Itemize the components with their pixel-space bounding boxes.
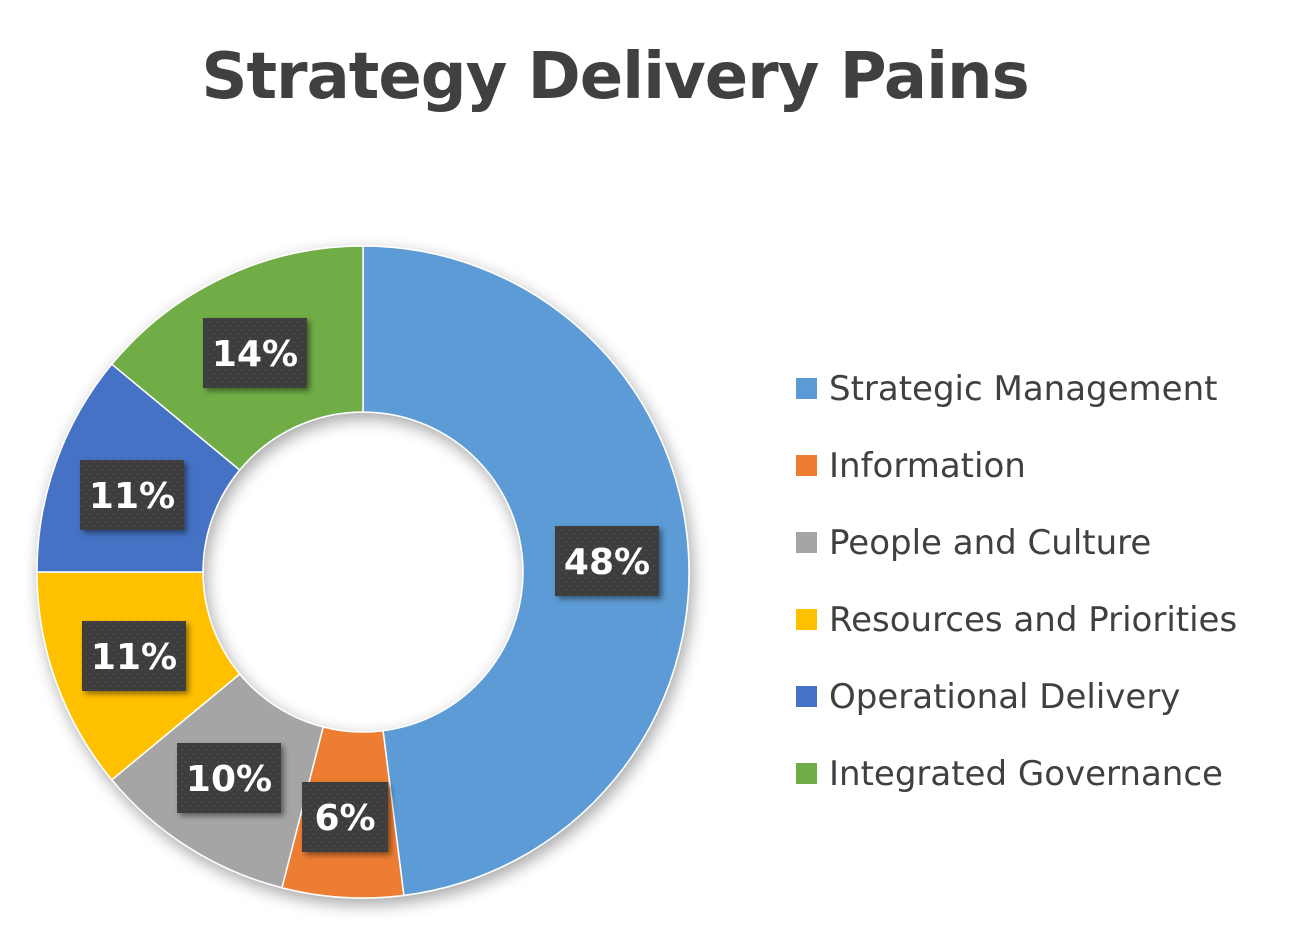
data-label-box	[80, 460, 184, 530]
legend-item-information: Information	[796, 427, 1237, 504]
data-label-box	[82, 621, 186, 691]
data-label-text: 14%	[212, 334, 298, 375]
data-label-box	[302, 782, 388, 852]
data-label-information: 6%	[302, 782, 388, 852]
legend-swatch	[796, 532, 817, 553]
data-label-people-and-culture: 10%	[177, 743, 281, 813]
donut-slice-strategic-management	[362, 245, 690, 897]
data-label-box	[203, 318, 307, 388]
legend-swatch	[796, 609, 817, 630]
data-label-text: 10%	[186, 759, 272, 800]
legend-item-resources-and-priorities: Resources and Priorities	[796, 581, 1237, 658]
legend-item-strategic-management: Strategic Management	[796, 350, 1237, 427]
legend-swatch	[796, 455, 817, 476]
data-label-text: 11%	[91, 637, 177, 678]
legend-label: People and Culture	[829, 522, 1152, 563]
data-label-strategic-management: 48%	[555, 526, 659, 596]
legend-label: Resources and Priorities	[829, 599, 1238, 640]
legend-label: Strategic Management	[829, 368, 1218, 409]
data-label-text: 11%	[89, 476, 175, 517]
legend-item-people-and-culture: People and Culture	[796, 504, 1237, 581]
data-label-resources-and-priorities: 11%	[82, 621, 186, 691]
legend-swatch	[796, 686, 817, 707]
legend-label: Operational Delivery	[829, 676, 1181, 717]
chart-title: Strategy Delivery Pains	[201, 40, 1029, 114]
data-label-text: 48%	[564, 542, 650, 583]
legend-swatch	[796, 378, 817, 399]
data-label-box	[177, 743, 281, 813]
legend-label: Integrated Governance	[829, 753, 1223, 794]
legend-swatch	[796, 763, 817, 784]
data-label-integrated-governance: 14%	[203, 318, 307, 388]
legend-label: Information	[829, 445, 1026, 486]
data-label-text: 6%	[314, 798, 375, 839]
data-label-box	[555, 526, 659, 596]
legend-item-operational-delivery: Operational Delivery	[796, 658, 1237, 735]
data-label-operational-delivery: 11%	[80, 460, 184, 530]
legend-item-integrated-governance: Integrated Governance	[796, 735, 1237, 812]
